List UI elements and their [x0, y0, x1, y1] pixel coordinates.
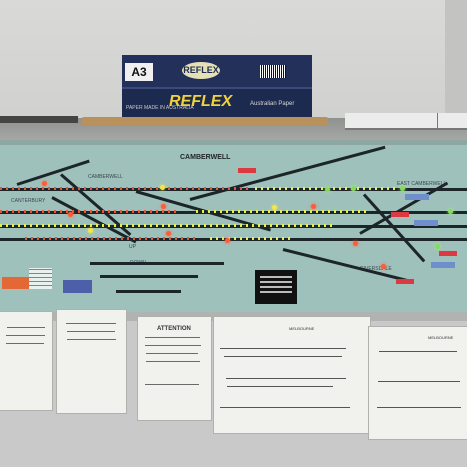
red-indicator-box — [238, 168, 256, 173]
document-title: MELBOURNE — [428, 335, 454, 340]
panel-label: EAST CAMBERWELL — [397, 181, 447, 187]
paper-text-line — [67, 331, 115, 332]
shelf-black-plate — [0, 116, 78, 123]
track-lamps-yellow — [210, 237, 294, 240]
signal-lamp-icon — [225, 238, 230, 243]
paper-box-lid: A3 REFLEX — [122, 55, 312, 89]
barcode-icon — [260, 65, 286, 78]
signal-lamp-icon — [68, 212, 73, 217]
signal-lamp-icon — [353, 241, 358, 246]
schematic-line — [220, 407, 350, 408]
signal-lamp-icon — [381, 264, 386, 269]
paper-text-line — [146, 361, 200, 362]
blue-map-label — [63, 280, 92, 293]
signal-lamp-icon — [351, 186, 356, 191]
reflex-main-logo: REFLEX — [169, 93, 233, 110]
notice-line — [260, 291, 292, 293]
document-title: MELBOURNE — [289, 326, 315, 331]
notice-line — [260, 276, 292, 278]
paper-text-line — [145, 345, 201, 346]
track-line — [116, 290, 181, 293]
wall-corner — [445, 0, 467, 120]
small-grid-label — [29, 268, 52, 289]
paper-text-line — [6, 335, 45, 336]
paper-text-line — [7, 327, 45, 328]
books-stack — [345, 113, 467, 130]
signal-lamp-icon — [272, 205, 277, 210]
reflex-top-logo: REFLEX — [182, 62, 220, 79]
blue-indicator-box — [431, 262, 455, 268]
signal-lamp-icon — [435, 244, 440, 249]
attention-title: ATTENTION — [157, 326, 191, 332]
paper-box-small-print: PAPER MADE IN AUSTRALIA — [126, 105, 194, 111]
schematic-line — [378, 381, 460, 382]
signal-lamp-icon — [166, 231, 171, 236]
schematic-line — [220, 348, 346, 349]
signal-lamp-icon — [161, 204, 166, 209]
red-indicator-box — [396, 279, 414, 284]
paper-text-line — [146, 353, 198, 354]
notice-line — [260, 281, 292, 283]
paper-text-line — [145, 384, 199, 385]
panel-label: CAMBERWELL — [88, 174, 123, 180]
track-line — [100, 275, 198, 278]
schematic-document — [214, 317, 370, 433]
panel-label: RIVERSDALE — [360, 266, 392, 272]
track-lamps-red — [25, 237, 198, 240]
notice-line — [260, 286, 292, 288]
signal-lamp-icon — [325, 187, 330, 192]
paper-brand: Australian Paper — [250, 101, 295, 107]
track-lamps-red — [0, 210, 178, 213]
schematic-document — [369, 327, 467, 439]
black-notice-plate — [255, 270, 297, 304]
track-lamps-yellow — [0, 224, 335, 227]
schematic-line — [227, 386, 333, 387]
blue-indicator-box — [414, 220, 438, 226]
track-lamps-red — [0, 187, 248, 190]
schematic-line — [224, 356, 342, 357]
paper-text-line — [145, 337, 200, 338]
signal-lamp-icon — [160, 185, 165, 190]
schematic-line — [226, 378, 346, 379]
track-line — [90, 262, 224, 265]
panel-label: CANTERBURY — [11, 198, 46, 204]
signal-lamp-icon — [400, 186, 405, 191]
attention-notice — [138, 317, 211, 420]
red-indicator-box — [391, 212, 409, 217]
signal-lamp-icon — [311, 204, 316, 209]
paper-text-line — [6, 343, 44, 344]
track-lamps-yellow — [196, 210, 368, 213]
paper-text-line — [67, 339, 116, 340]
schematic-line — [377, 407, 461, 408]
blue-indicator-box — [405, 194, 429, 200]
paper-text-line — [66, 323, 116, 324]
orange-label-plate — [2, 277, 29, 289]
signal-lamp-icon — [448, 209, 453, 214]
document-icon — [57, 310, 126, 413]
document-icon — [0, 312, 52, 410]
signal-lamp-icon — [88, 228, 93, 233]
paper-box-icon: A3 REFLEX REFLEX Australian Paper PAPER … — [122, 55, 312, 119]
panel-label: UP — [129, 244, 136, 250]
wooden-board — [82, 117, 328, 126]
schematic-line — [379, 351, 457, 352]
red-indicator-box — [439, 251, 457, 256]
paper-size-label: A3 — [125, 63, 153, 81]
panel-title: CAMBERWELL — [180, 154, 231, 161]
signal-lamp-icon — [42, 181, 47, 186]
